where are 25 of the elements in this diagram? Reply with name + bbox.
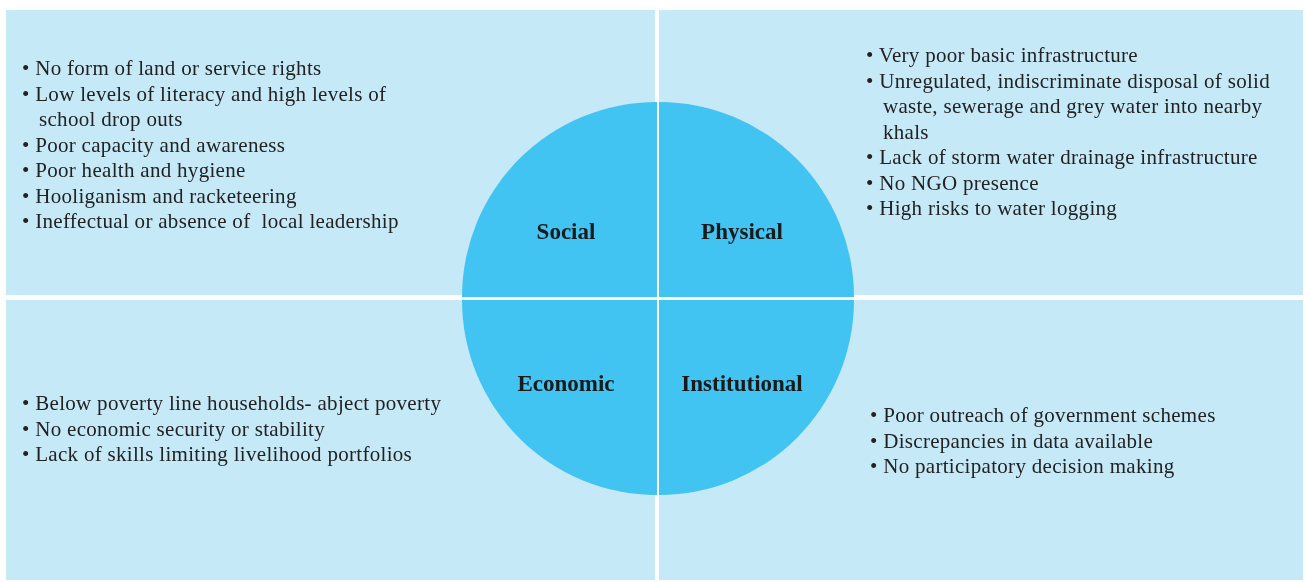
bullet-item: • No participatory decision making [870,454,1176,480]
bullet-item: • Poor capacity and awareness [22,132,287,158]
bullet-item: • Very poor basic infrastructure [866,43,1139,69]
quadrant-panel [6,10,655,295]
bullet-item: • High risks to water logging [866,196,1119,222]
category-label: Economic [517,371,615,397]
bullet-item: • Ineffectual or absence of local leadership [22,209,400,235]
bullet-item: • No economic security or stability [22,416,327,442]
quadrant-panel [659,300,1303,580]
bullet-item: • Unregulated, indiscriminate disposal of solid waste, sewerage and grey water into nearby khals [866,68,1272,145]
bullet-item: • Poor outreach of government schemes [870,403,1217,429]
bullet-item: • Hooliganism and racketeering [22,183,298,209]
bullet-item: • No NGO presence [866,170,1040,196]
bullet-item: • Low levels of literacy and high levels of school drop outs [22,81,388,133]
quadrant-panel [6,300,655,580]
category-label: Institutional [681,371,803,397]
bullet-item: • Poor health and hygiene [22,158,247,184]
bullet-item: • Discrepancies in data available [870,428,1155,454]
quadrant-panel [659,10,1303,295]
category-label: Physical [701,219,783,245]
category-label: Social [536,219,596,245]
bullet-item: • Lack of storm water drainage infrastructure [866,145,1259,171]
bullet-item: • Below poverty line households- abject poverty [22,391,443,417]
bullet-item: • Lack of skills limiting livelihood portfolios [22,442,414,468]
bullet-item: • No form of land or service rights [22,56,323,82]
